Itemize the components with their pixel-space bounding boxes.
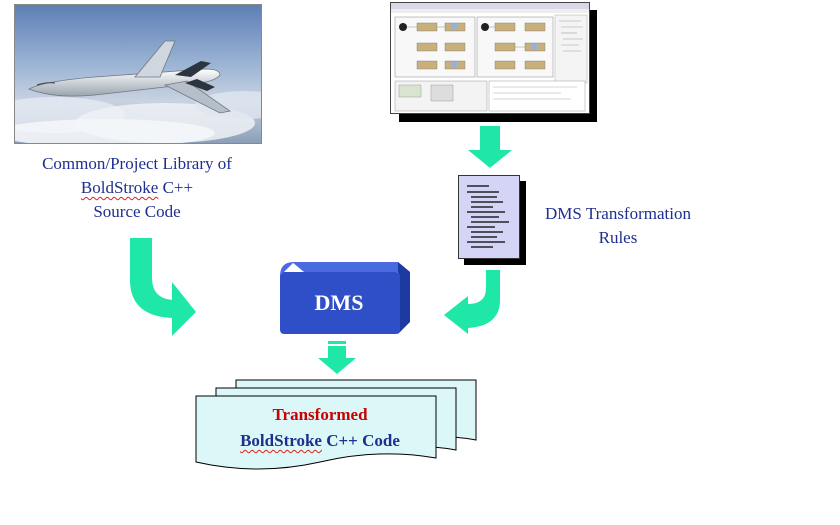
dms-box: [280, 262, 410, 334]
output-doc-text: Transformed BoldStroke C++ Code: [200, 402, 440, 454]
library-caption-line1: Common/Project Library of: [42, 154, 232, 173]
output-doc-cpp: C++ Code: [321, 431, 400, 450]
output-doc-title: Transformed: [272, 405, 368, 424]
rules-caption: DMS Transformation Rules: [528, 202, 708, 250]
rules-caption-line2: Rules: [598, 228, 638, 247]
library-caption-line2: BoldStroke C++: [12, 176, 262, 200]
dms-box-label: DMS: [314, 290, 364, 315]
down-arrow-screenshot: [468, 126, 512, 168]
library-caption-cpp: C++: [158, 178, 194, 197]
down-arrow-dms: [318, 341, 356, 374]
curved-arrow-rules: [444, 270, 500, 334]
library-caption-boldstroke: BoldStroke: [80, 178, 159, 197]
curved-arrow-library: [130, 238, 196, 336]
output-doc-line2: BoldStroke C++ Code: [200, 428, 440, 454]
rules-document-icon: [458, 175, 520, 259]
aircraft-photo: [14, 4, 262, 144]
library-caption-line3: Source Code: [93, 202, 181, 221]
output-doc-boldstroke: BoldStroke: [240, 431, 322, 450]
stacked-documents: [195, 379, 477, 470]
library-caption: Common/Project Library of BoldStroke C++…: [12, 152, 262, 224]
rules-caption-line1: DMS Transformation: [545, 204, 691, 223]
tool-screenshot: [390, 2, 590, 114]
